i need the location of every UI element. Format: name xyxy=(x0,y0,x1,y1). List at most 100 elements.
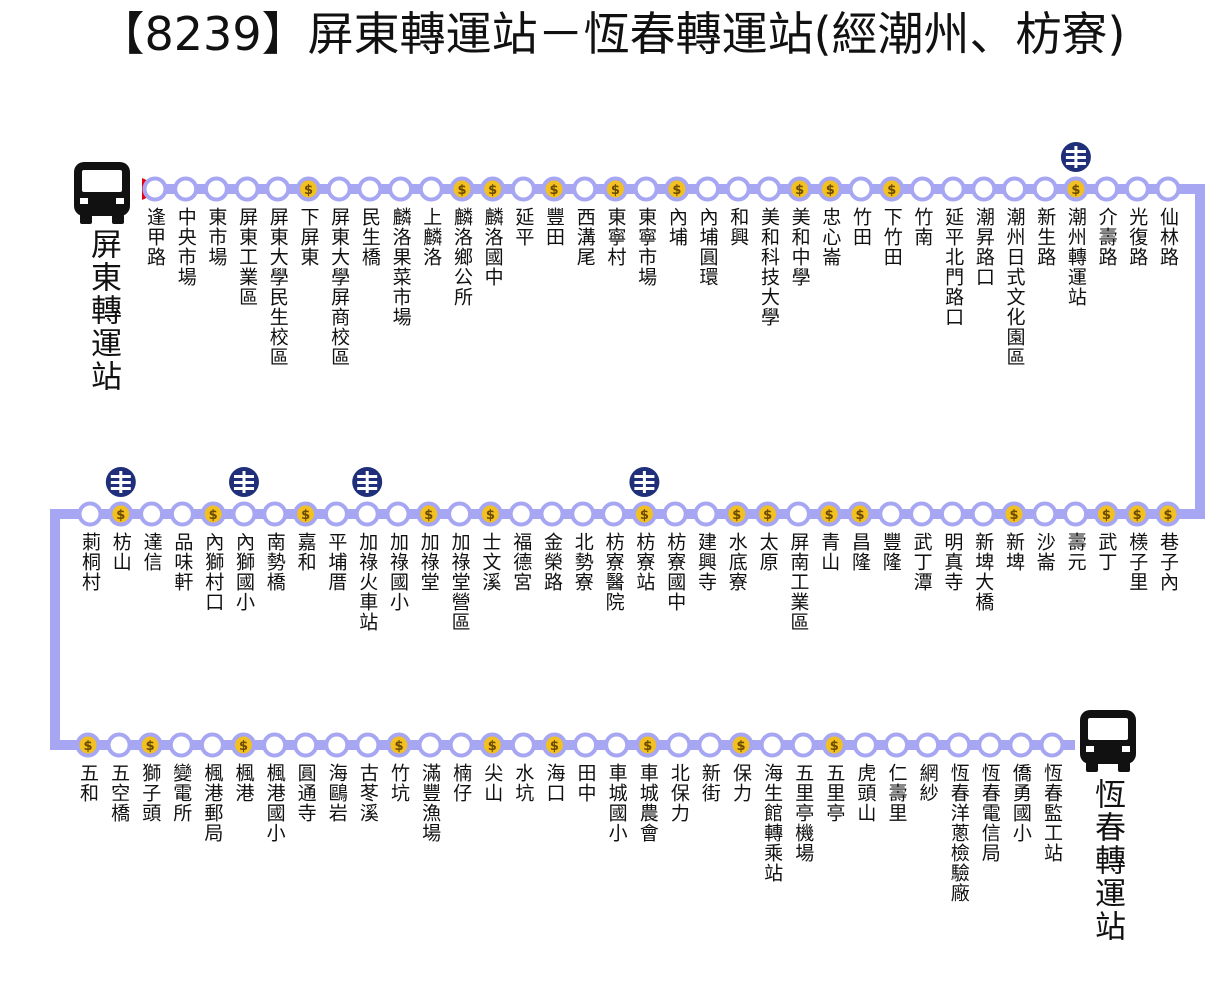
stop-label: 滿豐漁場 xyxy=(419,763,442,843)
coin-dollar-icon: $ xyxy=(1163,508,1172,523)
stop-label: 新埤大橋 xyxy=(972,532,995,612)
stop-marker xyxy=(1039,732,1065,758)
stop-label: 北保力 xyxy=(667,763,690,823)
stop-label: 枋寮醫院 xyxy=(602,532,625,612)
stop-label: 上麟洛 xyxy=(420,207,443,267)
stop-label: 加祿國小 xyxy=(387,532,409,612)
fare-stop-marker xyxy=(230,732,256,758)
stop-label: 潮昇路口 xyxy=(972,207,995,287)
stop-marker xyxy=(265,176,291,202)
route-line xyxy=(50,184,1205,750)
stop-marker xyxy=(790,732,816,758)
taiwan-railway-icon xyxy=(105,467,136,497)
stop-marker xyxy=(385,501,411,527)
fare-stop-marker xyxy=(479,732,505,758)
stop-label: 海鷗岩 xyxy=(325,763,348,823)
stop-marker xyxy=(323,501,349,527)
stop-marker xyxy=(1032,501,1058,527)
coin-dollar-icon: $ xyxy=(1102,508,1111,523)
coin-dollar-icon: $ xyxy=(887,183,896,198)
stop-marker xyxy=(909,176,935,202)
route-title: 【8239】屏東轉運站－恆春轉運站(經潮州、枋寮) xyxy=(98,7,1126,61)
coin-dollar-icon: $ xyxy=(301,508,310,523)
stop-label: 逢甲路 xyxy=(144,207,166,267)
stop-marker xyxy=(106,732,132,758)
fare-stop-marker xyxy=(295,176,321,202)
stop-label: 達信 xyxy=(140,532,163,572)
stop-label: 昌隆 xyxy=(849,532,871,572)
stop-label: 忠心崙 xyxy=(819,207,842,267)
fare-stop-marker xyxy=(200,501,226,527)
stop-label: 網紗 xyxy=(916,763,939,803)
stop-label: 古苳溪 xyxy=(356,763,379,823)
coin-dollar-icon: $ xyxy=(394,739,403,754)
stop-marker xyxy=(848,176,874,202)
stop-label: 豐隆 xyxy=(879,532,902,572)
stop-marker xyxy=(1032,176,1058,202)
stop-label: 嘉和 xyxy=(294,532,317,572)
stop-marker xyxy=(234,176,260,202)
fare-stop-marker xyxy=(477,501,503,527)
stop-label: 仙林路 xyxy=(1157,207,1179,267)
stop-marker xyxy=(539,501,565,527)
fare-stop-marker xyxy=(1093,501,1119,527)
stop-label: 虎頭山 xyxy=(854,763,877,823)
stop-marker xyxy=(231,501,257,527)
stop-label: 車城國小 xyxy=(605,763,628,843)
coin-dollar-icon: $ xyxy=(672,183,681,198)
stop-label: 光復路 xyxy=(1126,207,1149,267)
taiwan-railway-icon xyxy=(629,467,660,497)
stop-marker xyxy=(388,176,414,202)
stop-label: 東市場 xyxy=(205,207,228,267)
coin-dollar-icon: $ xyxy=(611,183,620,198)
fare-stop-marker xyxy=(480,176,506,202)
fare-stop-marker xyxy=(137,732,163,758)
stop-marker xyxy=(355,732,381,758)
stop-label: 內埔圓環 xyxy=(696,207,719,287)
stop-label: 建興寺 xyxy=(695,532,717,592)
stop-marker xyxy=(940,176,966,202)
stop-label: 介壽路 xyxy=(1095,207,1118,267)
stop-label: 變電所 xyxy=(170,763,193,823)
stop-marker xyxy=(946,732,972,758)
stop-label: 品味軒 xyxy=(171,532,194,592)
coin-dollar-icon: $ xyxy=(550,739,559,754)
coin-dollar-icon: $ xyxy=(732,508,741,523)
stop-label: 沙崙 xyxy=(1033,532,1056,572)
stop-label: 屏東大學屏商校區 xyxy=(328,207,351,367)
stop-marker xyxy=(756,176,782,202)
end-bus-icon xyxy=(1080,710,1136,772)
coin-dollar-icon: $ xyxy=(550,183,559,198)
coin-dollar-icon: $ xyxy=(763,508,772,523)
coin-dollar-icon: $ xyxy=(1133,508,1142,523)
stop-marker xyxy=(262,732,288,758)
fare-stop-marker xyxy=(816,501,842,527)
fare-stop-marker xyxy=(635,732,661,758)
stop-marker xyxy=(570,501,596,527)
stop-marker xyxy=(418,176,444,202)
coin-dollar-icon: $ xyxy=(488,739,497,754)
stop-label: 和興 xyxy=(727,207,750,247)
coin-dollar-icon: $ xyxy=(830,739,839,754)
stop-label: 南勢橋 xyxy=(263,532,286,592)
stop-marker xyxy=(666,732,692,758)
stop-marker xyxy=(142,176,168,202)
stop-marker xyxy=(604,732,630,758)
stop-label: 新街 xyxy=(698,763,721,803)
fare-stop-marker xyxy=(108,501,134,527)
coin-dollar-icon: $ xyxy=(116,508,125,523)
fare-stop-marker xyxy=(1001,501,1027,527)
stop-label: 東寧村 xyxy=(604,207,627,267)
stop-marker xyxy=(1063,501,1089,527)
stop-label: 保力 xyxy=(730,763,753,803)
fare-stop-marker xyxy=(817,176,843,202)
fare-stop-marker xyxy=(293,501,319,527)
taiwan-railway-icon xyxy=(1060,142,1091,172)
fare-stop-marker xyxy=(1155,501,1181,527)
stop-label: 麟洛鄉公所 xyxy=(450,207,473,307)
stop-marker xyxy=(1155,176,1181,202)
stop-marker xyxy=(168,732,194,758)
stop-label: 恆春監工站 xyxy=(1041,763,1063,863)
stop-label: 明真寺 xyxy=(941,532,964,592)
